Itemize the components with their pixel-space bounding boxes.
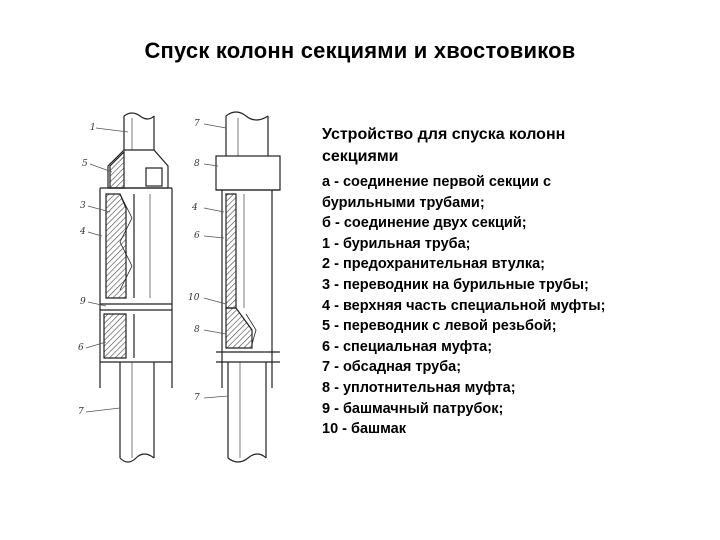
labels-a: 1 5 3 4 9 6 7 (78, 123, 96, 417)
pipe-break-top-a (123, 112, 155, 120)
pipe-break-bottom-a (119, 453, 155, 463)
svg-text:7: 7 (194, 393, 200, 403)
svg-text:9: 9 (80, 297, 86, 307)
caption-list: а - соединение первой секции с бурильным… (322, 172, 714, 440)
slide-title: Спуск колонн секциями и хвостовиков (144, 38, 576, 63)
caption-item: 10 - башмак (322, 421, 406, 438)
svg-text:6: 6 (78, 343, 84, 353)
pipe-break-top-b (225, 111, 269, 121)
svg-text:3: 3 (80, 201, 86, 211)
svg-text:4: 4 (79, 227, 86, 237)
assembly-b (215, 111, 281, 463)
caption-item: б - соединение двух секций; (322, 215, 527, 232)
labels-b: 7 8 4 6 10 8 7 (188, 119, 200, 403)
caption-item: 7 - обсадная труба; (322, 359, 462, 376)
caption-item: 2 - предохранительная втулка; (322, 256, 546, 273)
svg-text:4: 4 (191, 203, 198, 213)
svg-text:10: 10 (188, 293, 200, 303)
svg-text:8: 8 (194, 325, 200, 335)
svg-text:7: 7 (78, 407, 84, 417)
caption-item: 1 - бурильная труба; (322, 235, 471, 252)
svg-text:1: 1 (90, 123, 96, 133)
assembly-a (99, 112, 173, 463)
svg-text:7: 7 (194, 119, 200, 129)
svg-text:6: 6 (194, 231, 200, 241)
svg-text:5: 5 (82, 159, 88, 169)
caption-item: а - соединение первой секции с бурильным… (322, 174, 552, 211)
caption-item: 3 - переводник на бурильные трубы; (322, 276, 589, 293)
casing-device-drawing: 1 5 3 4 9 6 7 (76, 108, 306, 488)
caption-item: 4 - верхняя часть специальной муфты; (322, 297, 606, 314)
caption-item: 6 - специальная муфта; (322, 338, 493, 355)
caption-item: 5 - переводник с левой резьбой; (322, 318, 557, 335)
caption-item: 8 - уплотнительная муфта; (322, 379, 516, 396)
casing-device-svg: 1 5 3 4 9 6 7 (78, 111, 281, 463)
caption-item: 9 - башмачный патрубок; (322, 400, 504, 417)
figure-caption: Устройство для спуска колонн секциями а … (322, 124, 714, 440)
svg-text:8: 8 (194, 159, 200, 169)
pipe-break-bottom-b (227, 453, 267, 463)
caption-heading: Устройство для спуска колонн секциями (322, 126, 566, 165)
